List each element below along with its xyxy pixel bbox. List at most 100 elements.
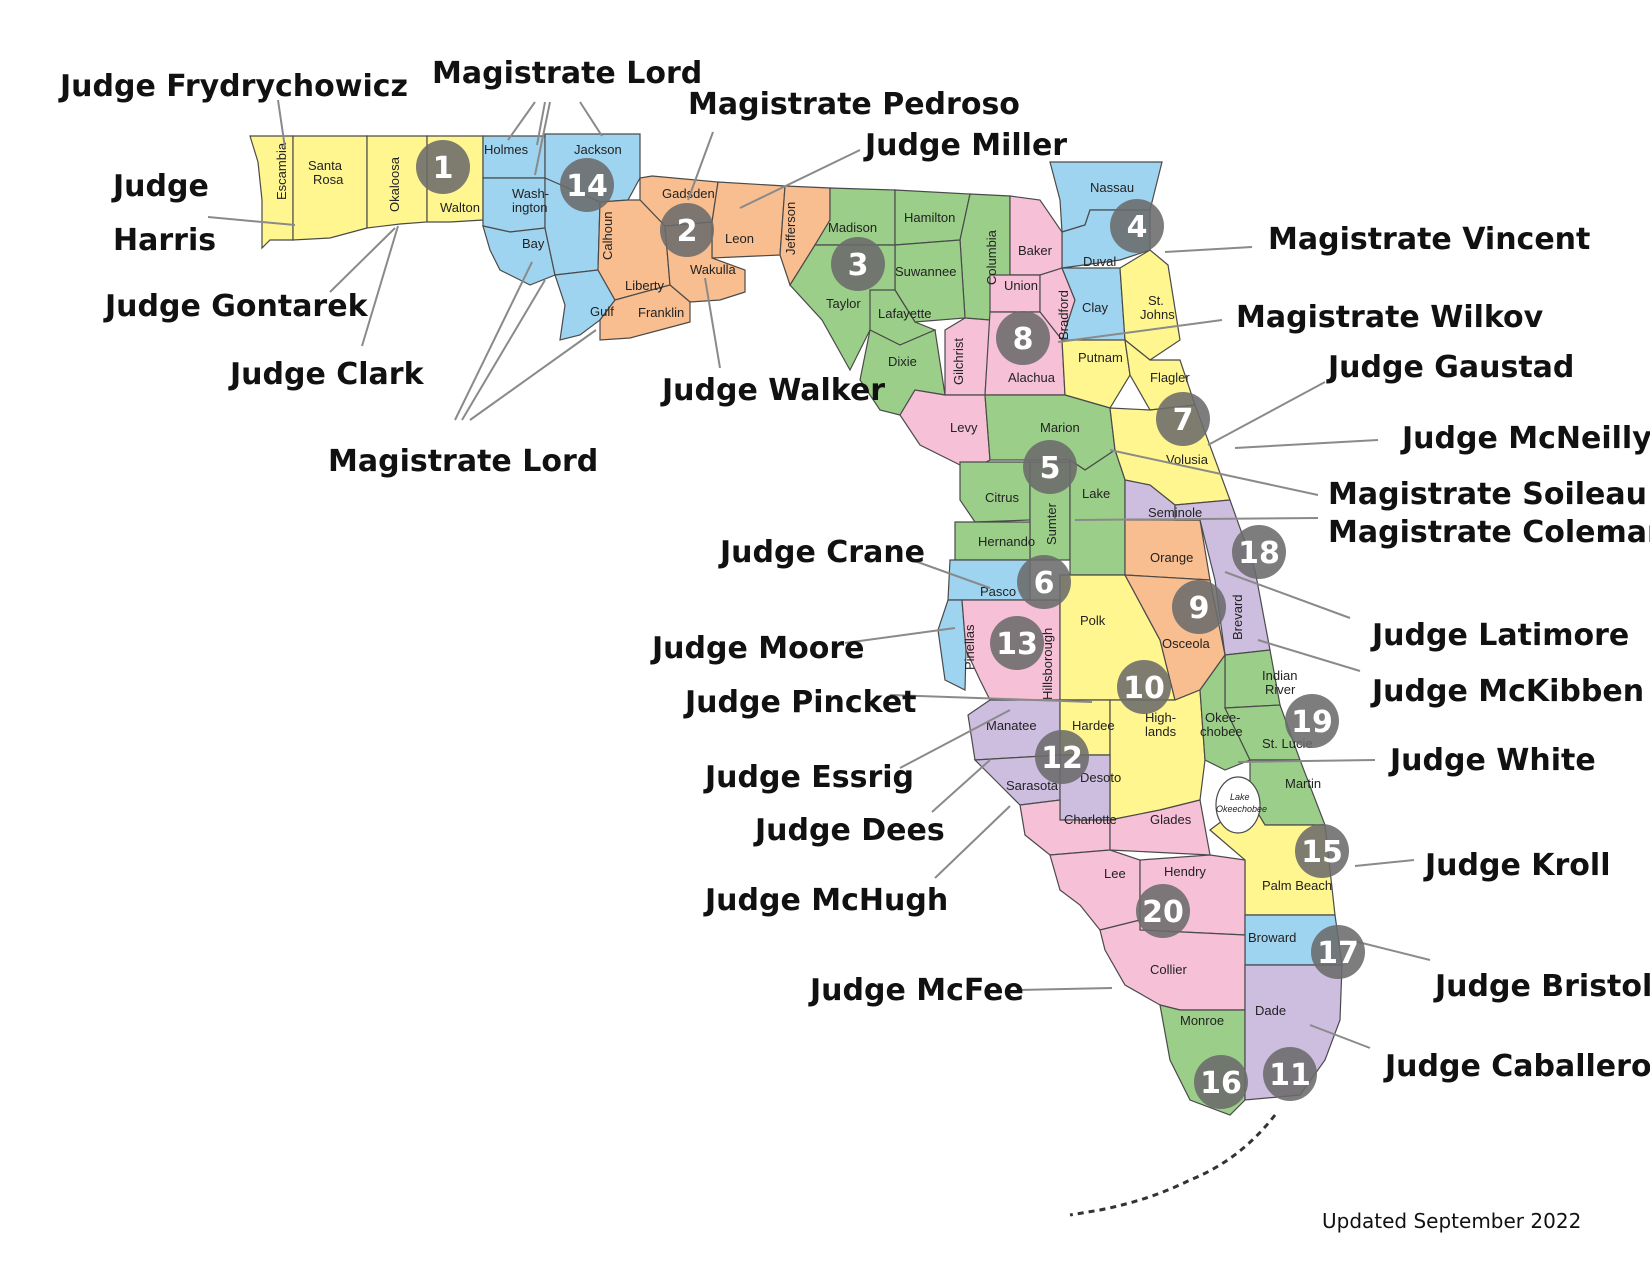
circuit-badge-15[interactable]: 15 bbox=[1295, 824, 1349, 878]
label-soileau[interactable]: Magistrate Soileau bbox=[1328, 477, 1647, 512]
circuit-badge-10[interactable]: 10 bbox=[1117, 660, 1171, 714]
label-harris-line-1[interactable]: Judge bbox=[111, 169, 209, 204]
county-label-indian-river-1: Indian bbox=[1262, 668, 1297, 683]
circuit-number-7: 7 bbox=[1173, 403, 1194, 438]
circuit-badge-8[interactable]: 8 bbox=[996, 311, 1050, 365]
circuit-badge-3[interactable]: 3 bbox=[831, 237, 885, 291]
label-mckibben[interactable]: Judge McKibben bbox=[1370, 674, 1644, 709]
county-label-holmes: Holmes bbox=[484, 142, 529, 157]
county-labels: Escambia Santa Rosa Okaloosa Walton Holm… bbox=[274, 142, 1332, 1028]
label-walker[interactable]: Judge Walker bbox=[660, 373, 885, 408]
circuit-badge-20[interactable]: 20 bbox=[1136, 884, 1190, 938]
label-moore[interactable]: Judge Moore bbox=[650, 631, 864, 666]
leader-walker bbox=[704, 277, 721, 369]
circuit-badge-9[interactable]: 9 bbox=[1172, 580, 1226, 634]
county-label-marion: Marion bbox=[1040, 420, 1080, 435]
label-bristol[interactable]: Judge Bristol bbox=[1433, 969, 1650, 1004]
circuit-badge-6[interactable]: 6 bbox=[1017, 555, 1071, 609]
circuit-badge-19[interactable]: 19 bbox=[1285, 694, 1339, 748]
county-lee[interactable] bbox=[1049, 849, 1141, 931]
label-wilkov[interactable]: Magistrate Wilkov bbox=[1236, 300, 1544, 335]
label-gontarek[interactable]: Judge Gontarek bbox=[103, 289, 369, 324]
leader-lord-bottom-3 bbox=[469, 329, 597, 421]
county-putnam[interactable] bbox=[1061, 339, 1131, 409]
county-label-st-johns-1: St. bbox=[1148, 293, 1164, 308]
circuit-badge-14[interactable]: 14 bbox=[560, 158, 614, 212]
label-clark[interactable]: Judge Clark bbox=[228, 357, 425, 392]
label-miller[interactable]: Judge Miller bbox=[863, 128, 1067, 163]
label-mcfee[interactable]: Judge McFee bbox=[808, 973, 1024, 1008]
florida-keys bbox=[1069, 1114, 1277, 1217]
leader-harris bbox=[207, 216, 296, 226]
circuit-badge-5[interactable]: 5 bbox=[1023, 440, 1077, 494]
county-label-walton: Walton bbox=[440, 200, 480, 215]
circuit-number-12: 12 bbox=[1041, 741, 1083, 776]
county-label-brevard: Brevard bbox=[1230, 594, 1245, 640]
circuit-badge-18[interactable]: 18 bbox=[1232, 525, 1286, 579]
county-baker[interactable] bbox=[1009, 195, 1063, 276]
county-label-palm-beach: Palm Beach bbox=[1262, 878, 1332, 893]
circuit-badge-4[interactable]: 4 bbox=[1110, 199, 1164, 253]
circuit-number-9: 9 bbox=[1189, 591, 1210, 626]
label-gaustad[interactable]: Judge Gaustad bbox=[1326, 350, 1574, 385]
county-label-flagler: Flagler bbox=[1150, 370, 1190, 385]
circuit-badge-7[interactable]: 7 bbox=[1156, 392, 1210, 446]
label-kroll[interactable]: Judge Kroll bbox=[1423, 848, 1610, 883]
county-label-calhoun: Calhoun bbox=[600, 212, 615, 260]
label-lord-top[interactable]: Magistrate Lord bbox=[432, 56, 702, 91]
circuit-number-15: 15 bbox=[1301, 835, 1343, 870]
label-coleman[interactable]: Magistrate Coleman bbox=[1328, 515, 1650, 550]
county-label-clay: Clay bbox=[1082, 300, 1109, 315]
county-bay[interactable] bbox=[482, 225, 556, 286]
label-essrig[interactable]: Judge Essrig bbox=[703, 760, 914, 795]
leader-essrig bbox=[899, 709, 1011, 769]
county-label-bradford: Bradford bbox=[1056, 290, 1071, 340]
county-lake[interactable] bbox=[1069, 449, 1126, 576]
circuit-badge-2[interactable]: 2 bbox=[660, 203, 714, 257]
county-martin[interactable] bbox=[1249, 759, 1326, 826]
leader-dees bbox=[931, 759, 991, 813]
circuit-badge-13[interactable]: 13 bbox=[990, 616, 1044, 670]
circuit-badge-1[interactable]: 1 bbox=[416, 140, 470, 194]
label-crane[interactable]: Judge Crane bbox=[718, 535, 925, 570]
county-label-suwannee: Suwannee bbox=[895, 264, 956, 279]
label-harris-line-2[interactable]: Harris bbox=[113, 223, 216, 258]
label-white[interactable]: Judge White bbox=[1388, 743, 1596, 778]
county-label-polk: Polk bbox=[1080, 613, 1106, 628]
circuit-badge-17[interactable]: 17 bbox=[1311, 925, 1365, 979]
circuit-number-6: 6 bbox=[1034, 566, 1055, 601]
county-label-collier: Collier bbox=[1150, 962, 1188, 977]
label-dees[interactable]: Judge Dees bbox=[753, 813, 945, 848]
label-mcneilly[interactable]: Judge McNeilly bbox=[1400, 421, 1650, 456]
county-label-madison: Madison bbox=[828, 220, 877, 235]
leader-mcneilly bbox=[1234, 439, 1379, 449]
circuit-number-2: 2 bbox=[677, 214, 698, 249]
label-pincket[interactable]: Judge Pincket bbox=[683, 685, 917, 720]
circuit-badge-16[interactable]: 16 bbox=[1194, 1055, 1248, 1109]
county-glades[interactable] bbox=[1109, 799, 1211, 856]
label-latimore[interactable]: Judge Latimore bbox=[1370, 618, 1629, 653]
circuit-badge-11[interactable]: 11 bbox=[1263, 1047, 1317, 1101]
county-label-jackson: Jackson bbox=[574, 142, 622, 157]
label-mchugh[interactable]: Judge McHugh bbox=[703, 883, 948, 918]
leader-mchugh bbox=[934, 805, 1011, 879]
leader-miller bbox=[739, 149, 861, 209]
label-caballero[interactable]: Judge Caballero bbox=[1383, 1049, 1650, 1084]
circuit-badge-12[interactable]: 12 bbox=[1035, 730, 1089, 784]
county-leon[interactable] bbox=[711, 181, 786, 259]
leader-lord-bottom-1 bbox=[454, 261, 533, 421]
leader-soileau bbox=[1109, 449, 1319, 496]
county-label-hernando: Hernando bbox=[978, 534, 1035, 549]
circuit-number-5: 5 bbox=[1040, 451, 1061, 486]
county-franklin[interactable] bbox=[599, 284, 691, 341]
leader-clark bbox=[361, 225, 399, 347]
updated-date: Updated September 2022 bbox=[1322, 1209, 1581, 1233]
label-lord-bottom[interactable]: Magistrate Lord bbox=[328, 444, 598, 479]
label-frydrychowicz[interactable]: Judge Frydrychowicz bbox=[58, 69, 408, 104]
county-okaloosa[interactable] bbox=[366, 135, 428, 229]
label-vincent[interactable]: Magistrate Vincent bbox=[1268, 222, 1590, 257]
circuit-number-4: 4 bbox=[1127, 210, 1148, 245]
county-citrus[interactable] bbox=[959, 461, 1031, 523]
label-pedroso[interactable]: Magistrate Pedroso bbox=[688, 87, 1020, 122]
county-santa-rosa[interactable] bbox=[292, 135, 368, 241]
